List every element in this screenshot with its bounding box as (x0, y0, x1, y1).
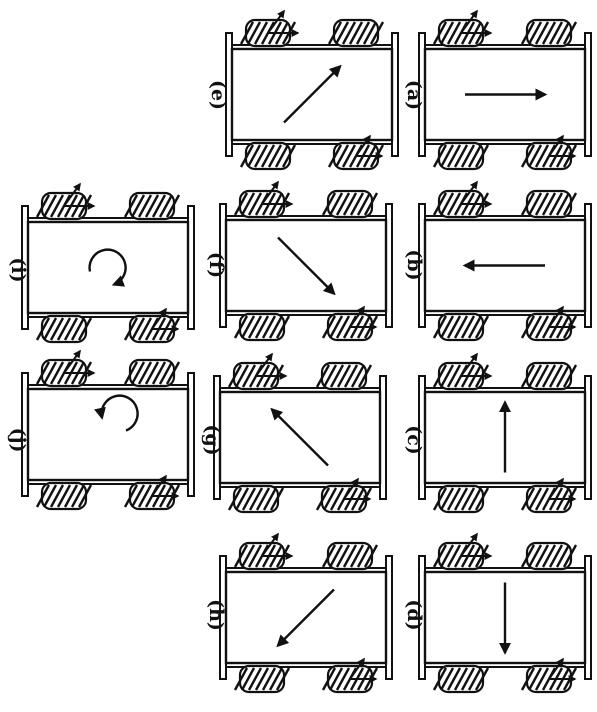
panel-label: (f) (205, 252, 227, 278)
wheel-force-arrow (349, 657, 365, 680)
wheel-force-arrow (548, 477, 564, 500)
motion-arrow-up-left (270, 407, 329, 467)
robot-body (26, 387, 190, 482)
wheel-force-arrow (151, 474, 167, 497)
wheel-force-arrow (63, 182, 81, 207)
wheel-bottom-left (432, 312, 490, 342)
rotation-arrow-clockwise (88, 248, 127, 287)
wheel-top-right (520, 361, 578, 391)
panel-a: (a) (403, 9, 592, 171)
wheel-force-arrow (460, 532, 478, 557)
wheel-top-right (520, 189, 578, 219)
panel-c: (c) (403, 352, 592, 514)
panel-label: (b) (403, 249, 425, 280)
panel-g: (g) (201, 352, 387, 514)
panel-label: (a) (403, 80, 425, 110)
wheel-bottom-left (432, 141, 490, 171)
wheel-top-right (123, 191, 181, 221)
wheel-top-right (321, 189, 379, 219)
wheel-top-right (321, 541, 379, 571)
panel-i: (i) (7, 182, 195, 344)
wheel-force-arrow (355, 134, 371, 157)
wheel-force-arrow (460, 352, 478, 377)
wheel-bottom-left (239, 141, 297, 171)
panel-label: (d) (403, 599, 425, 630)
wheel-force-arrow (548, 134, 564, 157)
wheel-top-left (239, 18, 297, 48)
robot-body (26, 220, 190, 315)
panel-j: (j) (7, 349, 195, 511)
motion-arrow-down-left (276, 588, 335, 648)
wheel-top-right (123, 358, 181, 388)
wheel-force-arrow (460, 180, 478, 205)
panel-b: (b) (403, 180, 592, 342)
panel-h: (h) (205, 532, 393, 694)
wheel-top-right (520, 18, 578, 48)
wheel-bottom-left (227, 484, 285, 514)
panel-label: (g) (201, 424, 223, 455)
wheel-force-arrow (261, 180, 279, 205)
wheel-top-left (35, 191, 93, 221)
wheel-force-arrow (63, 349, 81, 374)
wheel-top-right (315, 361, 373, 391)
wheel-force-arrow (548, 305, 564, 328)
wheel-force-arrow (151, 307, 167, 330)
rotation-arrow-counter-clockwise (94, 394, 139, 432)
panel-e: (e) (207, 9, 399, 171)
panel-d: (d) (403, 532, 592, 694)
wheel-bottom-left (233, 664, 291, 694)
wheel-force-arrow (343, 477, 359, 500)
wheel-force-arrow (261, 532, 279, 557)
wheel-force-arrow (255, 352, 273, 377)
wheel-force-arrow (349, 305, 365, 328)
panel-f: (f) (205, 180, 393, 342)
panel-label: (h) (205, 599, 227, 631)
wheel-bottom-left (432, 664, 490, 694)
panel-label: (c) (403, 425, 425, 455)
wheel-top-right (327, 18, 385, 48)
panel-label: (j) (7, 428, 29, 453)
motion-arrow-down-right (277, 236, 336, 296)
motion-arrow-up-right (283, 64, 342, 124)
wheel-bottom-left (233, 312, 291, 342)
wheel-force-arrow (548, 657, 564, 680)
panel-label: (i) (7, 257, 29, 282)
wheel-top-right (520, 541, 578, 571)
wheel-bottom-left (432, 484, 490, 514)
wheel-bottom-left (35, 481, 93, 511)
wheel-force-arrow (460, 9, 478, 34)
wheel-force-arrow (267, 9, 285, 34)
panel-label: (e) (207, 80, 229, 110)
wheel-bottom-left (35, 314, 93, 344)
